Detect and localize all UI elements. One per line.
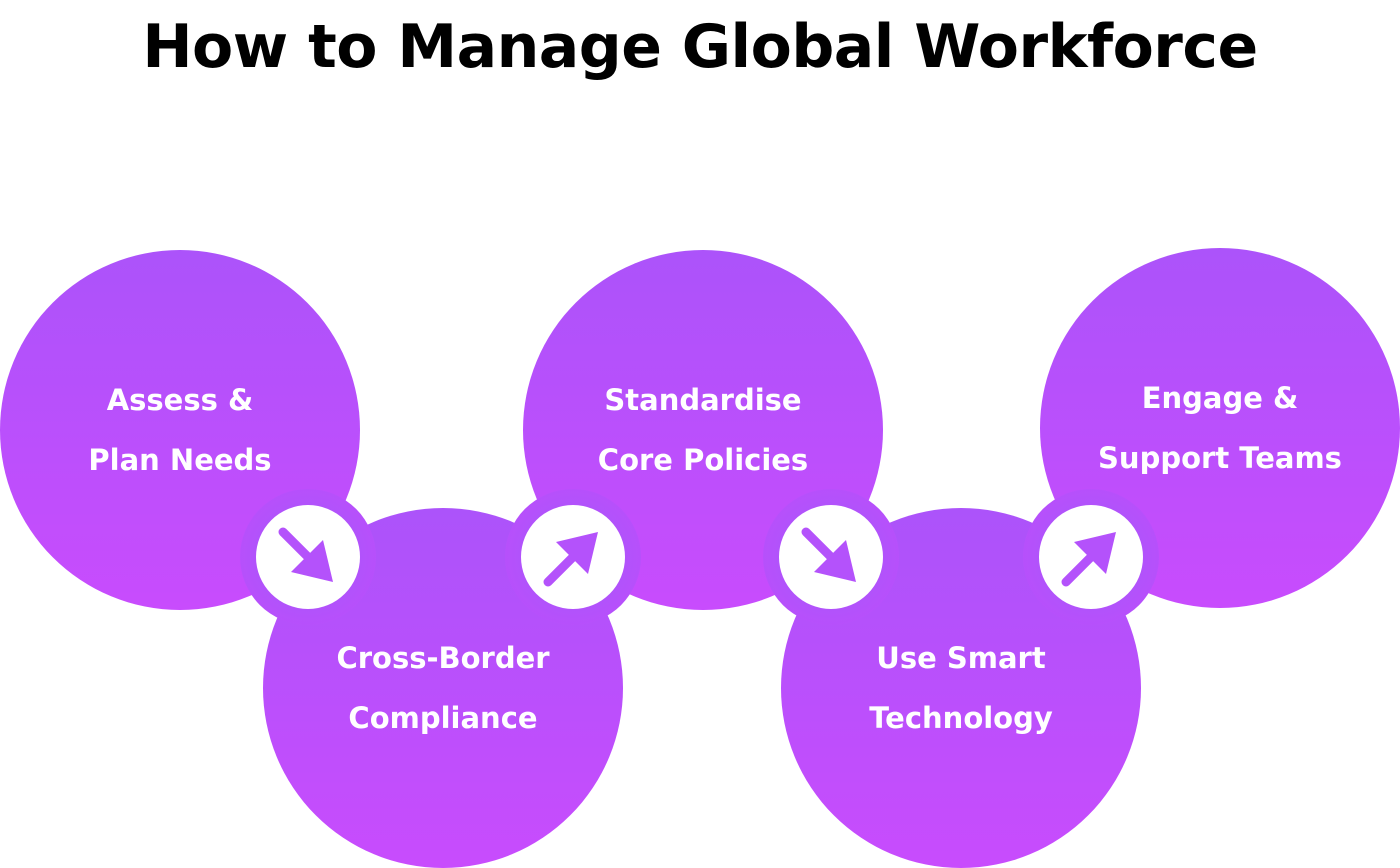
step-label: Standardise <box>604 383 802 417</box>
arrow-down-right-icon <box>801 527 856 582</box>
connector-2 <box>505 489 641 625</box>
connector-4 <box>1023 489 1159 625</box>
step-label: Core Policies <box>597 443 809 477</box>
arrow-up-right-icon <box>1061 532 1116 587</box>
step-label: Assess & <box>106 383 254 417</box>
step-label: Plan Needs <box>88 443 272 477</box>
step-label: Engage & <box>1141 381 1299 415</box>
step-label: Use Smart <box>876 641 1046 675</box>
step-label: Cross-Border <box>336 641 550 675</box>
connector-1 <box>240 489 376 625</box>
step-label: Compliance <box>348 701 538 735</box>
step-label: Support Teams <box>1098 441 1342 475</box>
page-title: How to Manage Global Workforce <box>142 12 1258 82</box>
arrow-up-right-icon <box>543 532 598 587</box>
step-1-circle: Assess & Plan Needs <box>0 250 360 610</box>
arrow-down-right-icon <box>278 527 333 582</box>
step-label: Technology <box>869 701 1053 735</box>
connector-3 <box>763 489 899 625</box>
